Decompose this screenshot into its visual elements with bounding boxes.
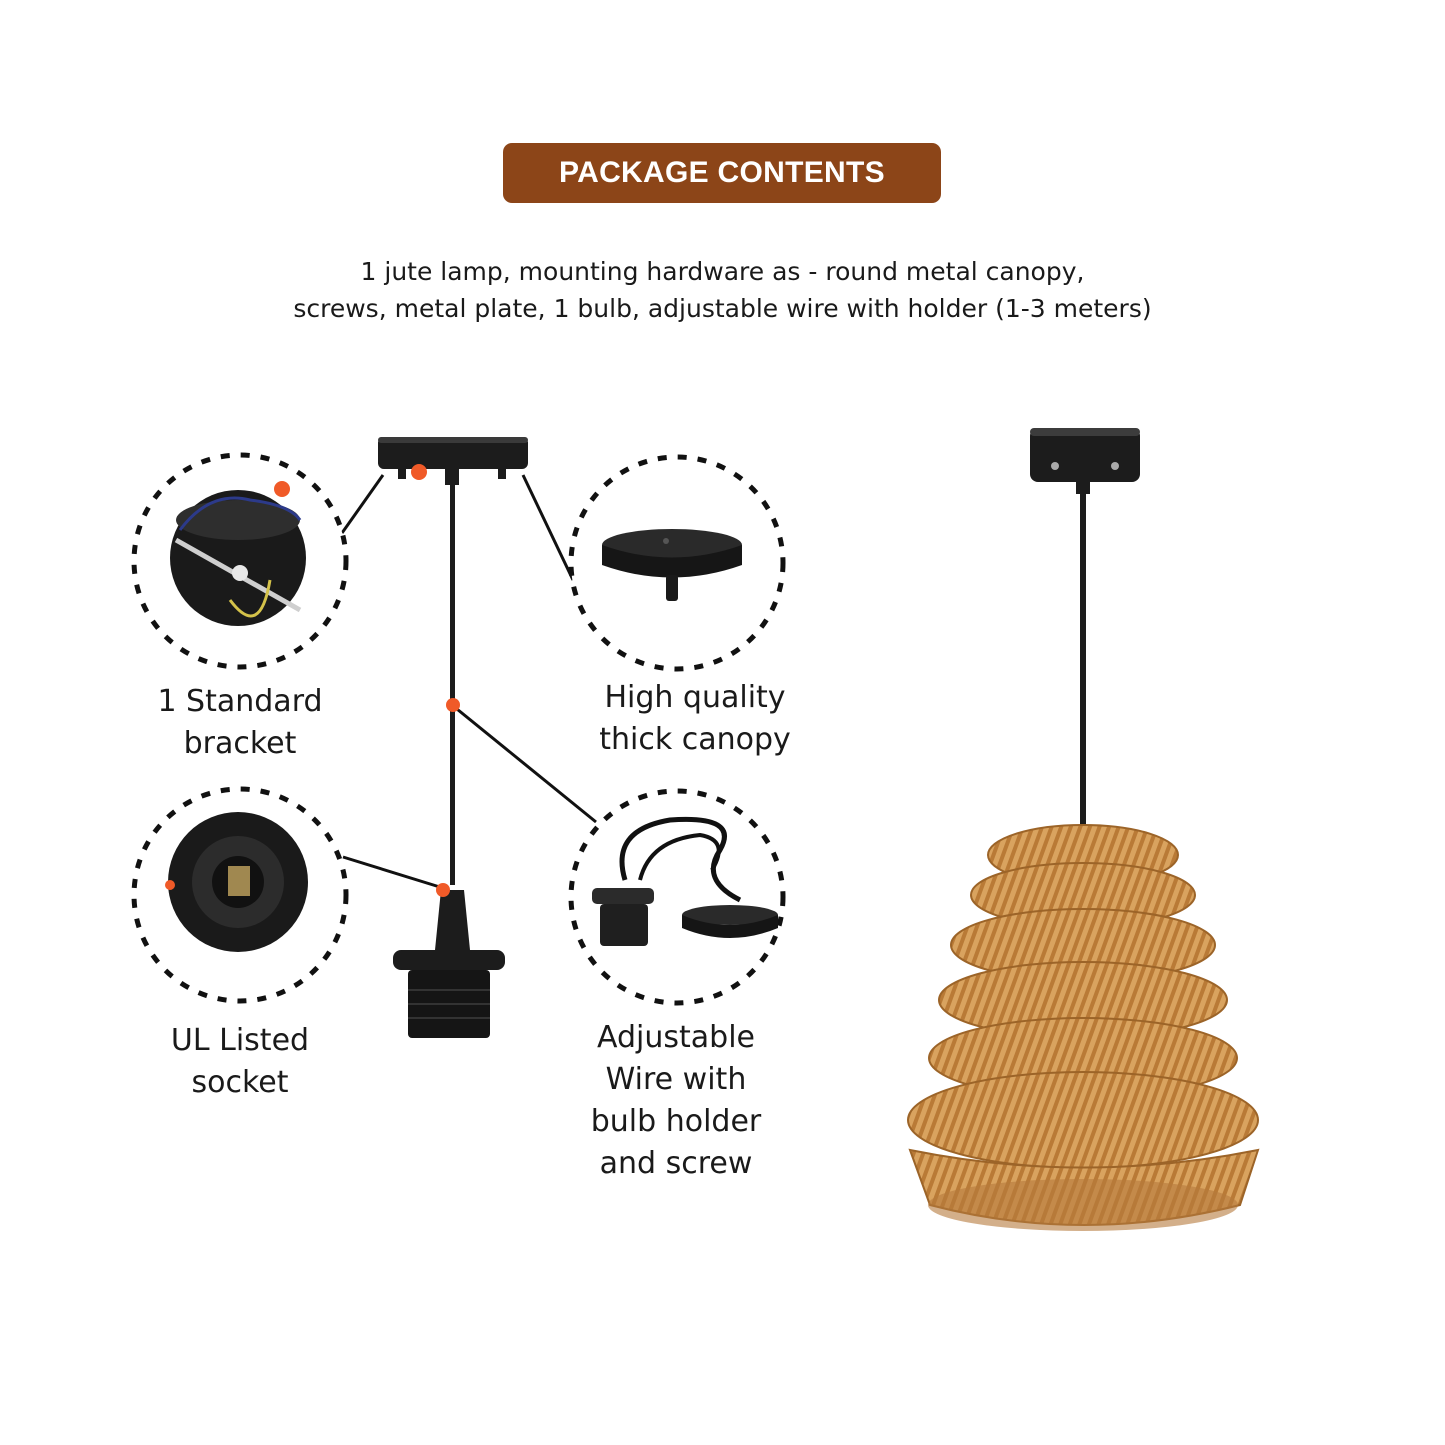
package-contents-heading: PACKAGE CONTENTS xyxy=(503,143,941,203)
bracket-label-line-1: 1 Standard xyxy=(157,684,323,719)
canopy-label: High quality thick canopy xyxy=(570,677,820,761)
canopy-callout xyxy=(568,454,786,672)
canopy-label-line-2: thick canopy xyxy=(599,722,791,757)
wire-callout xyxy=(568,788,786,1006)
socket-callout xyxy=(131,786,349,1004)
connector-lines xyxy=(340,474,597,890)
bracket-callout xyxy=(131,452,349,670)
bracket-label: 1 Standard bracket xyxy=(140,681,340,765)
description-line-2: screws, metal plate, 1 bulb, adjustable … xyxy=(293,294,1152,323)
socket-label-line-1: UL Listed xyxy=(170,1023,310,1058)
wire-label: Adjustable Wire with bulb holder and scr… xyxy=(566,1017,786,1185)
canopy-label-line-1: High quality xyxy=(604,680,786,715)
wire-label-line-1: Adjustable xyxy=(597,1020,755,1055)
jute-pendant-lamp xyxy=(907,428,1260,1231)
wire-label-line-4: and screw xyxy=(599,1146,753,1181)
bracket-label-line-2: bracket xyxy=(183,726,297,761)
wire-label-line-2: Wire with xyxy=(605,1062,747,1097)
socket-label-line-2: socket xyxy=(191,1065,289,1100)
pendant-kit xyxy=(378,437,528,1038)
wire-label-line-3: bulb holder xyxy=(590,1104,762,1139)
socket-label: UL Listed socket xyxy=(140,1020,340,1104)
description-line-1: 1 jute lamp, mounting hardware as - roun… xyxy=(360,257,1085,286)
